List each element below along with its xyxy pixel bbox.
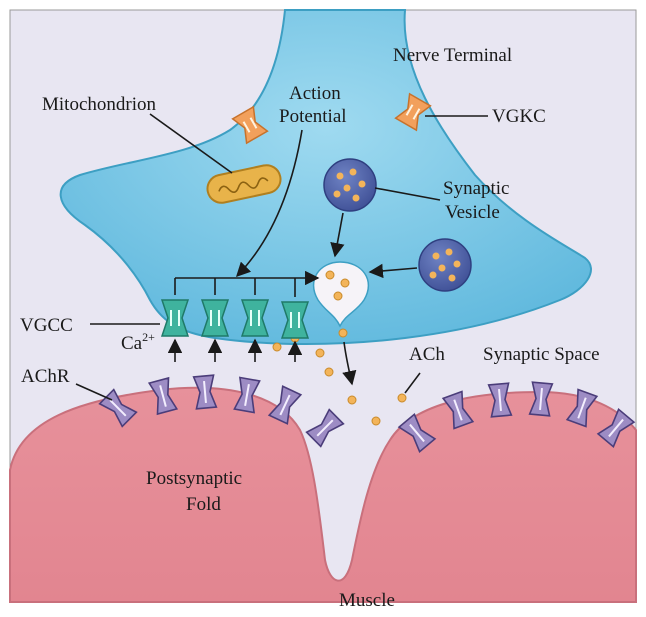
label-vgkc: VGKC <box>492 106 546 127</box>
label-synaptic-space: Synaptic Space <box>483 344 600 365</box>
label-achr: AChR <box>21 366 70 387</box>
label-synaptic-vesicle-1: Synaptic <box>443 178 510 199</box>
synaptic-vesicle-icon <box>324 159 376 211</box>
label-postsynaptic-2: Fold <box>186 494 221 515</box>
label-nerve-terminal: Nerve Terminal <box>393 45 512 66</box>
label-ach: ACh <box>409 344 445 365</box>
label-action-potential-1: Action <box>289 83 341 104</box>
label-calcium-base: Ca <box>121 333 143 354</box>
label-postsynaptic-1: Postsynaptic <box>146 468 242 489</box>
label-vgcc: VGCC <box>20 315 73 336</box>
label-action-potential-2: Potential <box>279 106 347 127</box>
label-mitochondrion: Mitochondrion <box>42 94 156 115</box>
label-calcium-charge: 2+ <box>142 330 155 344</box>
label-synaptic-vesicle-2: Vesicle <box>445 202 500 223</box>
label-muscle: Muscle <box>339 590 395 611</box>
synaptic-vesicle-icon <box>419 239 471 291</box>
